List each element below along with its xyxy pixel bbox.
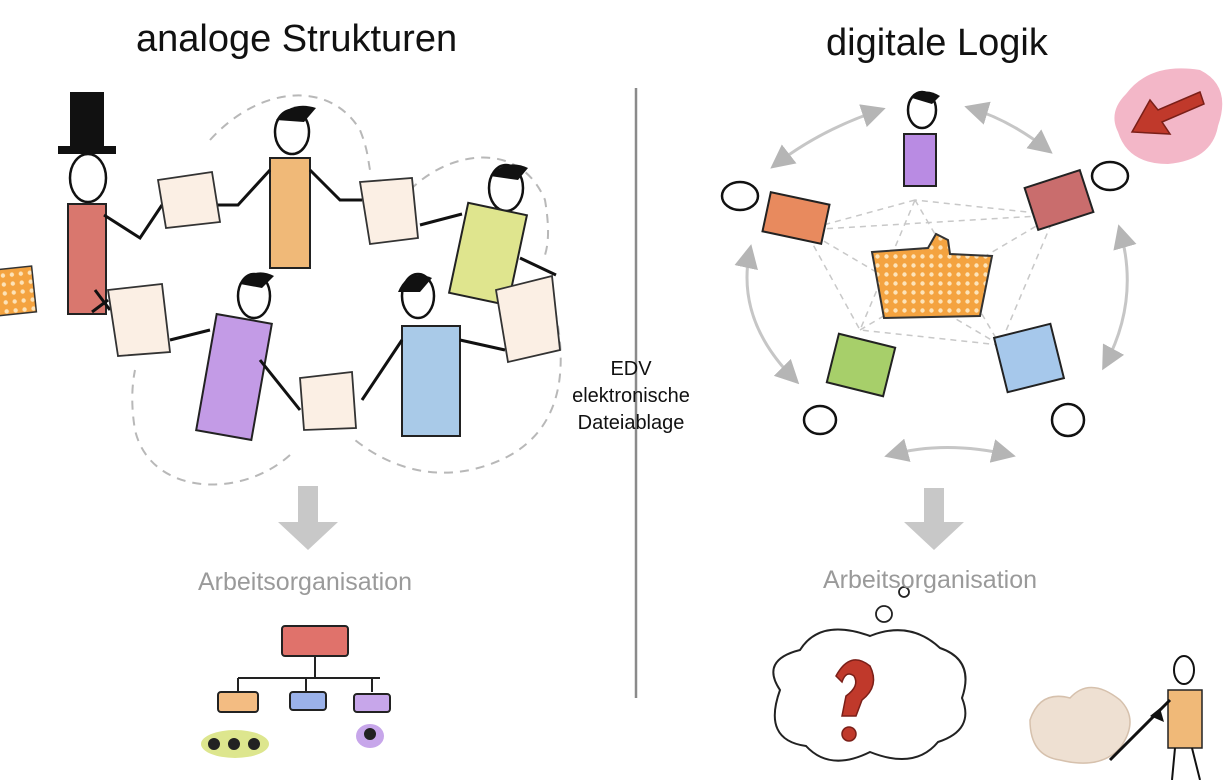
right-title: digitale Logik xyxy=(826,22,1048,64)
right-person-bottom-right xyxy=(992,322,1086,438)
center-label-line-3: Dateiablage xyxy=(577,412,685,434)
left-documents xyxy=(106,170,561,431)
left-person-5-cap xyxy=(360,272,506,437)
right-person-top xyxy=(903,90,940,187)
person-sweeping-dust xyxy=(1029,655,1203,780)
thought-bubble-question-icon xyxy=(772,586,967,762)
left-person-1-top-hat xyxy=(58,92,164,315)
left-subtitle: Arbeitsorganisation xyxy=(198,568,413,596)
right-down-arrow xyxy=(904,488,964,550)
left-dotted-folder xyxy=(0,265,38,317)
left-title: analoge Strukturen xyxy=(136,18,458,60)
right-person-bottom-left xyxy=(802,332,897,436)
left-flow-dashed-loop xyxy=(131,94,562,486)
right-subtitle: Arbeitsorganisation xyxy=(823,566,1038,594)
left-person-2-cap xyxy=(210,105,362,269)
center-label: EDV elektronische Dateiablage xyxy=(556,356,706,437)
left-person-3-cap xyxy=(419,163,557,307)
central-dotted-folder xyxy=(870,232,994,320)
left-person-4-cap xyxy=(169,272,302,442)
center-label-line-2: elektronische xyxy=(572,385,690,407)
left-org-chart xyxy=(201,625,391,758)
right-person-left xyxy=(720,180,831,245)
right-person-right xyxy=(1023,160,1130,232)
right-outer-arrows xyxy=(734,101,1137,463)
left-down-arrow xyxy=(278,486,338,550)
return-arrow-icon xyxy=(1114,68,1223,164)
center-label-line-1: EDV xyxy=(610,358,652,380)
